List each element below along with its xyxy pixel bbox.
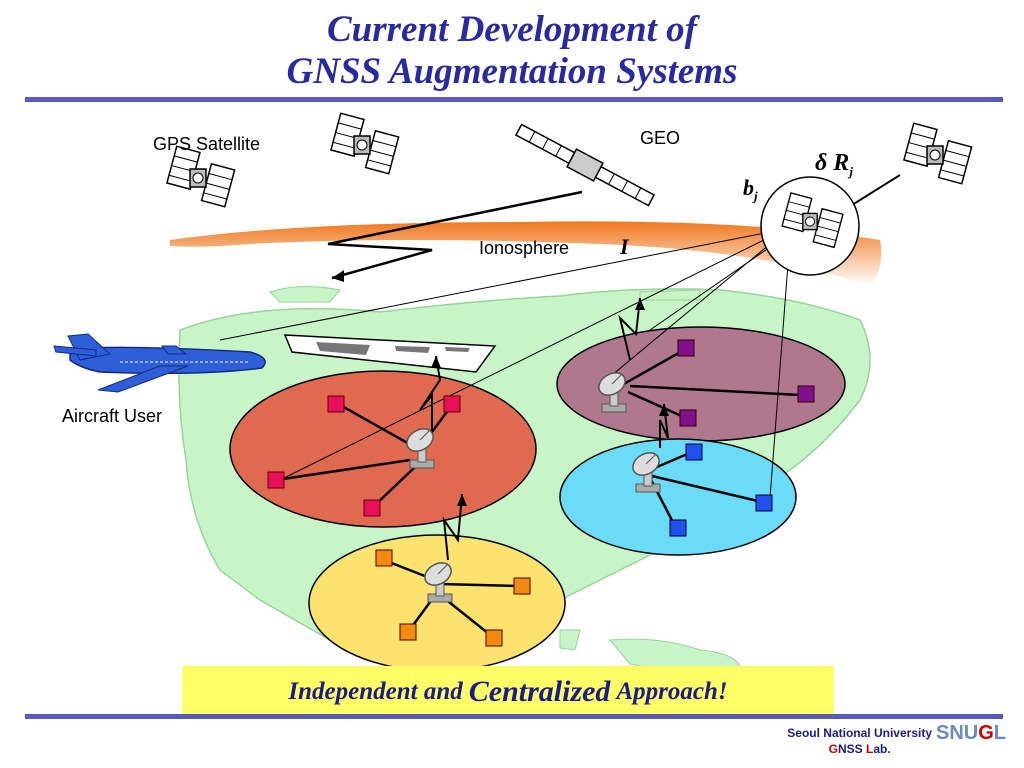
orbit-error-label: δ Rj <box>815 150 853 180</box>
orbit-error-subscript: j <box>849 163 853 179</box>
clock-bias-symbol: b <box>743 175 754 200</box>
link-master-red-region <box>279 231 781 481</box>
purple-region-network <box>594 297 815 427</box>
ionosphere-band <box>170 221 882 286</box>
region-red <box>229 370 537 528</box>
gps-satellite-icon <box>903 122 973 185</box>
gps-satellite-icon <box>166 145 236 208</box>
link-master-blue-region <box>769 237 791 499</box>
footer-lab: GNSS Lab. <box>787 741 932 757</box>
banner-text-centralized: Centralized <box>468 675 611 708</box>
runway-marking <box>395 346 430 353</box>
island <box>269 285 341 303</box>
footer-lab-g: G <box>828 742 838 756</box>
blue-region-network <box>628 403 773 537</box>
footer-affiliation: Seoul National University GNSS Lab. <box>787 725 932 757</box>
aircraft-user-label: Aircraft User <box>62 406 163 426</box>
ionosphere-label: Ionosphere <box>479 238 570 258</box>
footer-lab-l: L <box>865 742 874 756</box>
logo-l: L <box>993 722 1007 744</box>
footer-university: Seoul National University <box>787 726 932 740</box>
region-blue <box>559 438 797 556</box>
ionosphere-symbol: I <box>620 234 629 259</box>
clock-bias-subscript: j <box>754 188 758 204</box>
geo-satellite-icon <box>514 123 656 207</box>
slide-title-line2: GNSS Augmentation Systems <box>286 51 738 92</box>
approach-banner: Independent and Centralized Approach! <box>182 666 834 718</box>
logo-snu: SNU <box>936 722 979 744</box>
island <box>559 629 581 651</box>
footer-lab-ab: ab. <box>873 742 891 756</box>
clock-bias-label: bj <box>743 175 758 204</box>
banner-text-independent: Independent and <box>288 678 463 705</box>
top-divider <box>25 97 1003 102</box>
orbit-error-symbol: δ R <box>815 150 850 176</box>
runway-marking <box>445 347 470 352</box>
slide-title-line1: Current Development of <box>327 9 697 50</box>
island <box>639 289 701 301</box>
aircraft-icon <box>53 333 266 393</box>
geo-signal-arrowhead <box>332 270 344 282</box>
banner-text-approach: Approach! <box>616 678 728 705</box>
gps-satellite-label: GPS Satellite <box>153 134 261 154</box>
logo-g: G <box>978 722 994 744</box>
link-master-purple-region-2 <box>649 235 787 331</box>
geo-signal-path <box>327 190 583 280</box>
region-yellow <box>308 534 566 672</box>
gps-satellite-icon <box>330 112 400 175</box>
red-region-network <box>267 355 461 517</box>
footer-lab-nss: NSS <box>837 742 866 756</box>
runway-marking <box>316 342 370 355</box>
link-master-aircraft <box>219 229 781 341</box>
geo-label: GEO <box>640 128 681 148</box>
snugl-logo: SNUGL <box>936 722 1006 745</box>
bottom-divider <box>25 714 1003 719</box>
yellow-region-network <box>375 493 531 647</box>
